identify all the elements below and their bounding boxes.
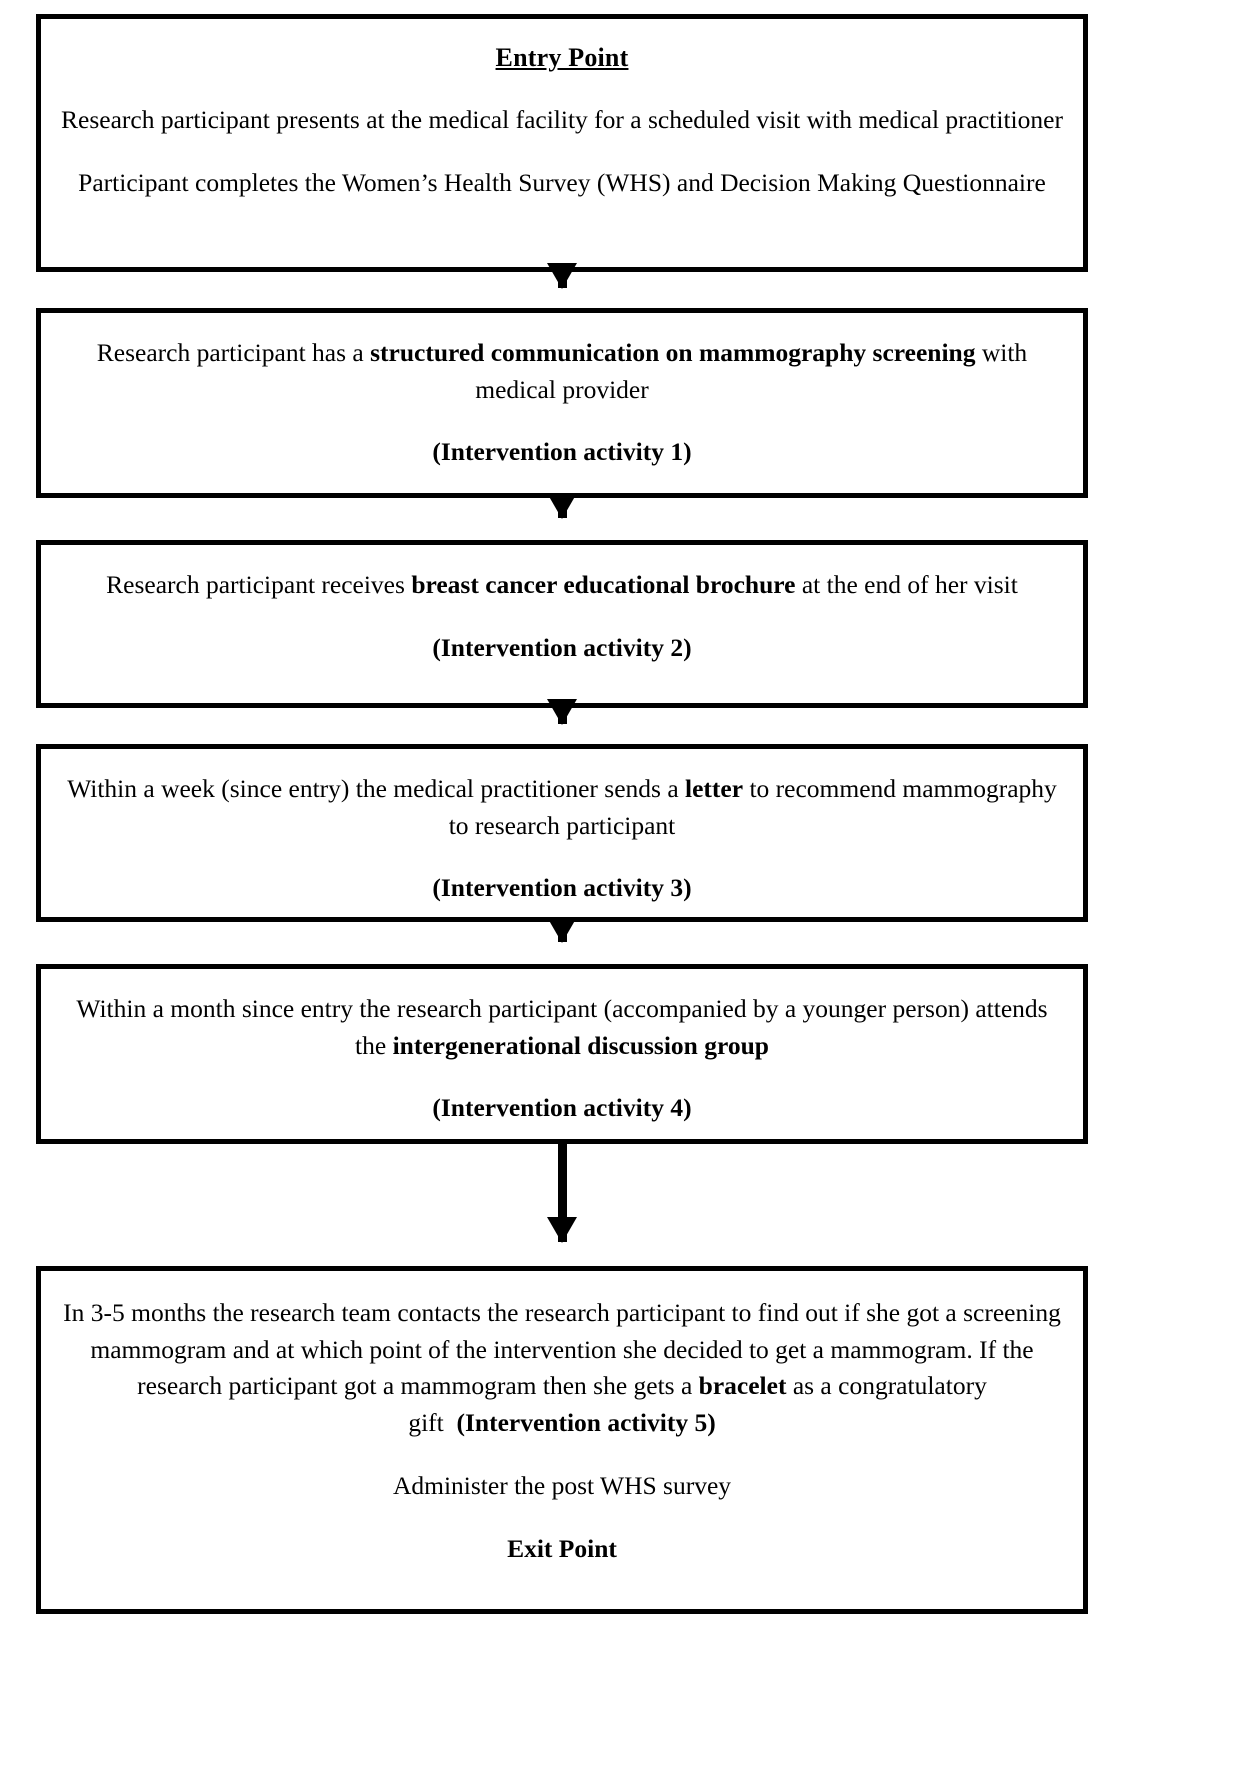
arrow-head-icon <box>547 1217 577 1243</box>
arrow-activity-4-to-exit-point <box>36 1144 1088 1266</box>
activity-1-text-after: with medical provider <box>475 338 1028 404</box>
arrow-activity-3-to-activity-4 <box>36 917 1088 964</box>
activity-2-text-after: at the end of her visit <box>795 570 1018 599</box>
activity-5-text-after: as a congratulatory gift <box>408 1371 987 1438</box>
post-whs-survey-line: Administer the post WHS survey <box>392 1470 732 1500</box>
activity-5-text-before: In 3-5 months the research team contacts… <box>63 1298 1061 1401</box>
flowchart-container: Entry Point Research participant present… <box>36 14 1088 1614</box>
activity-2-statement: Research participant receives breast can… <box>59 567 1065 604</box>
activity-4-statement: Within a month since entry the research … <box>59 991 1065 1064</box>
activity-2-text-before: Research participant receives <box>106 570 412 599</box>
entry-point-line-2: Participant completes the Women’s Health… <box>78 168 1046 198</box>
arrow-head-icon <box>547 917 577 943</box>
activity-5-label: (Intervention activity 5) <box>456 1408 716 1438</box>
arrow-activity-2-to-activity-3 <box>36 699 1088 744</box>
flow-node-intervention-activity-1: Research participant has a structured co… <box>36 308 1088 498</box>
entry-point-title: Entry Point <box>495 43 629 72</box>
entry-point-line-1: Research participant presents at the med… <box>61 105 1063 135</box>
down-arrow-icon <box>547 699 577 725</box>
flow-node-intervention-activity-3: Within a week (since entry) the medical … <box>36 744 1088 922</box>
down-arrow-icon <box>547 917 577 943</box>
activity-1-label: (Intervention activity 1) <box>432 437 692 467</box>
arrow-head-icon <box>547 699 577 725</box>
arrow-entry-to-activity-1 <box>36 263 1088 308</box>
activity-4-label: (Intervention activity 4) <box>432 1093 692 1123</box>
exit-point-label: Exit Point <box>507 1533 617 1563</box>
activity-1-text-before: Research participant has a <box>96 338 371 367</box>
flow-node-intervention-activity-4: Within a month since entry the research … <box>36 964 1088 1144</box>
activity-5-text-bold: bracelet <box>698 1371 787 1401</box>
down-arrow-icon <box>547 263 577 289</box>
activity-1-statement: Research participant has a structured co… <box>59 335 1065 408</box>
activity-3-text-bold: letter <box>685 774 744 803</box>
activity-3-text-before: Within a week (since entry) the medical … <box>67 774 686 803</box>
arrow-activity-1-to-activity-2 <box>36 493 1088 540</box>
activity-2-label: (Intervention activity 2) <box>432 632 692 662</box>
down-arrow-icon <box>547 1144 577 1243</box>
activity-3-label: (Intervention activity 3) <box>432 873 692 903</box>
flow-node-exit-point: In 3-5 months the research team contacts… <box>36 1266 1088 1614</box>
exit-point-statement: In 3-5 months the research team contacts… <box>59 1295 1065 1442</box>
flow-node-intervention-activity-2: Research participant receives breast can… <box>36 540 1088 708</box>
flow-node-entry-point: Entry Point Research participant present… <box>36 14 1088 272</box>
down-arrow-icon <box>547 493 577 519</box>
activity-2-text-bold: breast cancer educational brochure <box>411 570 796 599</box>
arrow-head-icon <box>547 263 577 289</box>
activity-4-text-before: Within a month since entry the research … <box>76 994 1048 1060</box>
activity-1-text-bold: structured communication on mammography … <box>370 338 976 367</box>
activity-3-text-after: to recommend mammography to research par… <box>448 774 1057 840</box>
arrow-head-icon <box>547 493 577 519</box>
activity-3-statement: Within a week (since entry) the medical … <box>59 771 1065 844</box>
activity-4-text-bold: intergenerational discussion group <box>392 1030 769 1060</box>
